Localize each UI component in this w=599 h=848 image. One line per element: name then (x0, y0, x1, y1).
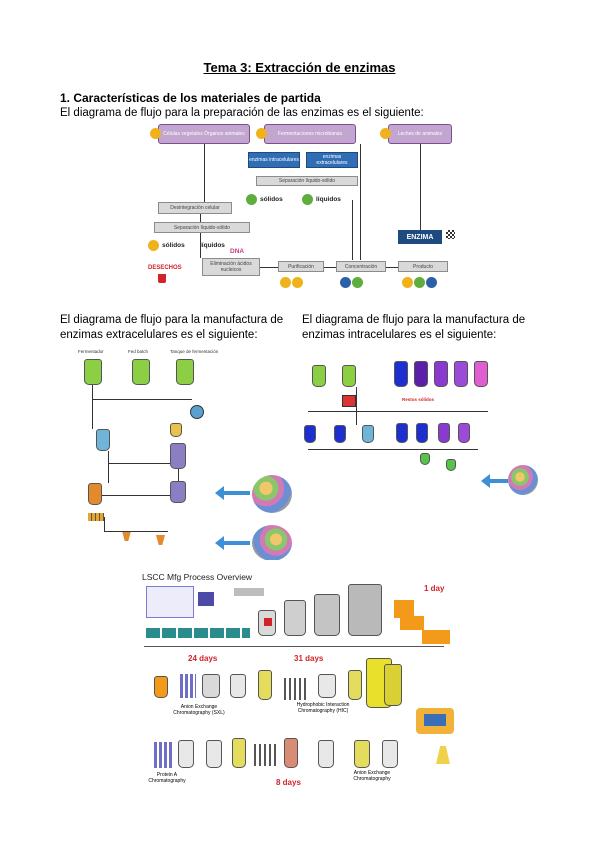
step-icon (302, 194, 313, 205)
enzyme-label-box: ENZIMA (398, 230, 442, 244)
day-label: 1 day (424, 584, 445, 593)
arrow-icon (215, 486, 250, 500)
section-heading: 1. Características de los materiales de … (60, 91, 321, 105)
step-icon (280, 277, 291, 288)
step-icon (292, 277, 303, 288)
second-separation-box: Separación líquido-sólido (154, 222, 250, 233)
day-label: 8 days (276, 778, 301, 787)
extracellular-caption: El diagrama de flujo para la manufactura… (60, 314, 284, 341)
liquids2-label: líquidos (200, 242, 225, 249)
purification-box: Purificación (278, 261, 324, 272)
liquid-solid-separation-box: Separación líquido-sólido (256, 176, 358, 186)
solids-label: sólidos (260, 196, 283, 203)
waste-label: DESECHOS (148, 265, 182, 271)
enzyme-molecule-image (508, 465, 538, 495)
step-icon (426, 277, 437, 288)
anion-exchange-2-label: Anion Exchange Chromatography (353, 770, 391, 782)
trash-icon (158, 274, 166, 283)
solids2-label: sólidos (162, 242, 185, 249)
step-icon (380, 128, 391, 139)
step-icon (340, 277, 351, 288)
lscc-header: LSCC Mfg Process Overview (142, 572, 253, 582)
step-icon (246, 194, 257, 205)
source-fermentation-box: Fermentaciones microbianas (264, 124, 356, 144)
cell-disruption-box: Desintegración celular (158, 202, 232, 214)
protein-a-label: Protein A Chromatography (148, 772, 186, 784)
arrow-icon (215, 536, 250, 550)
enzyme-molecule-image (252, 525, 292, 560)
nucleic-acid-removal-box: Eliminación ácidos nucleicos (202, 258, 260, 276)
arrow-icon (481, 474, 508, 488)
step-icon (352, 277, 363, 288)
lscc-process-overview: LSCC Mfg Process Overview 1 day 24 days … (134, 570, 464, 792)
intracellular-box: enzimas intracelulares (248, 152, 300, 168)
step-icon (402, 277, 413, 288)
liquids-label: líquidos (316, 196, 341, 203)
intro-text: El diagrama de flujo para la preparación… (60, 107, 424, 119)
enzyme-preparation-flowchart: Células vegetales Órganos animales Ferme… (130, 120, 470, 290)
day-label: 24 days (188, 654, 218, 663)
flag-icon (446, 230, 455, 239)
source-plant-animal-box: Células vegetales Órganos animales (158, 124, 250, 144)
step-icon (414, 277, 425, 288)
concentration-box: Concentración (336, 261, 386, 272)
enzyme-molecule-image (252, 475, 292, 513)
anion-exchange-label: Anion Exchange Chromatography (SXL) (173, 704, 225, 716)
day-label: 31 days (294, 654, 324, 663)
document-title: Tema 3: Extracción de enzimas (203, 60, 396, 75)
step-icon (148, 240, 159, 251)
intracellular-process-diagram: Restos sólidos (298, 345, 540, 500)
extracellular-box: enzimas extracelulares (306, 152, 358, 168)
hic-label: Hydrophobic Interaction Chromatography (… (296, 702, 350, 714)
extracellular-process-diagram: Fermentador Fed batch Tanque de fermenta… (62, 345, 304, 560)
step-icon (150, 128, 161, 139)
product-box: Producto (398, 261, 448, 272)
step-icon (256, 128, 267, 139)
source-milk-box: Leches de animales (388, 124, 452, 144)
intracellular-caption: El diagrama de flujo para la manufactura… (302, 314, 526, 341)
dna-label: DNA (230, 248, 245, 255)
